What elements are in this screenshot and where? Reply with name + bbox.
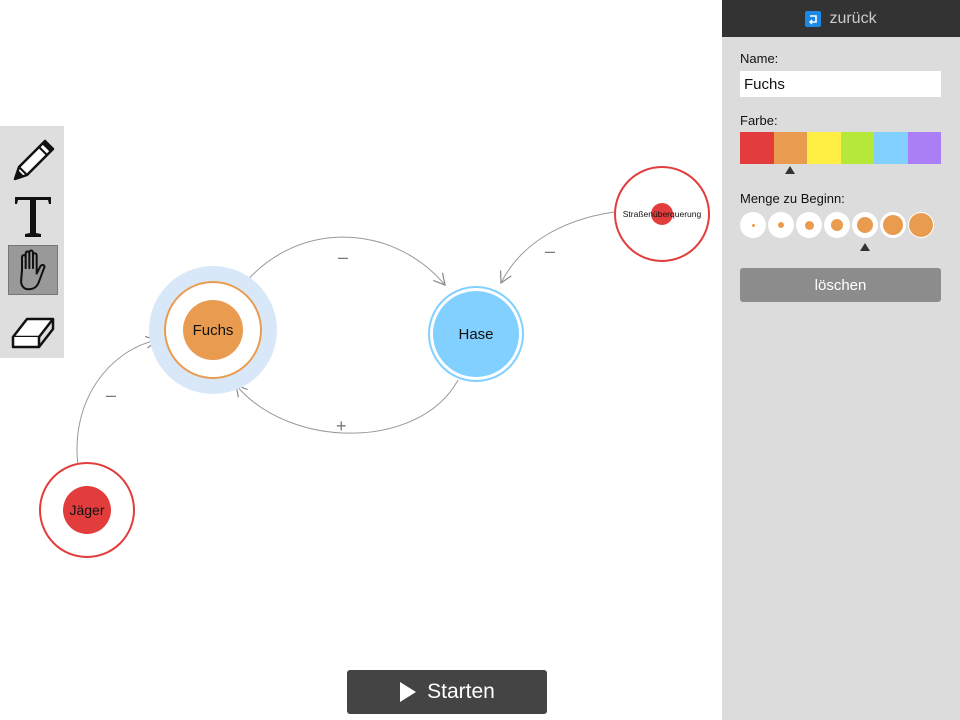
node-fuchs[interactable]: Fuchs: [149, 266, 277, 394]
color-label: Farbe:: [740, 113, 778, 128]
node-jaeger-label: Jäger: [69, 502, 104, 518]
amount-dot: [831, 219, 843, 231]
edge-hase-fuchs[interactable]: [235, 379, 459, 434]
eraser-icon: [11, 317, 55, 349]
node-fuchs-fill: [183, 300, 243, 360]
node-strasse-label: Straßenüberquerung: [623, 209, 702, 219]
start-button-label: Starten: [427, 680, 495, 703]
amount-dot: [857, 217, 873, 233]
amount-option-2[interactable]: [768, 212, 794, 238]
delete-button[interactable]: löschen: [740, 268, 941, 302]
amount-dot: [804, 220, 814, 230]
amount-option-7[interactable]: [908, 212, 934, 238]
graph-canvas[interactable]: – + – – Fuchs Hase Jäger: [0, 0, 722, 720]
text-tool[interactable]: [8, 190, 58, 240]
node-strasse[interactable]: Straßenüberquerung: [614, 166, 710, 262]
color-swatch-3[interactable]: [807, 132, 841, 164]
color-swatch-2[interactable]: [773, 132, 807, 164]
back-arrow-icon: [805, 10, 822, 27]
node-hase-label: Hase: [458, 326, 493, 343]
node-jaeger-fill: [63, 486, 111, 534]
edge-strasse-hase-sign: –: [545, 241, 555, 261]
eraser-tool[interactable]: [8, 302, 58, 352]
edge-fuchs-hase-sign: –: [338, 247, 348, 267]
node-jaeger[interactable]: Jäger: [39, 462, 135, 558]
start-button[interactable]: Starten: [347, 670, 547, 714]
color-swatch-4[interactable]: [840, 132, 874, 164]
node-fuchs-label: Fuchs: [193, 322, 234, 339]
hand-tool[interactable]: [8, 245, 58, 295]
node-strasse-fill: [651, 203, 673, 225]
amount-option-4[interactable]: [824, 212, 850, 238]
node-hase[interactable]: Hase: [428, 286, 524, 382]
edge-strasse-hase[interactable]: [499, 211, 615, 285]
name-input[interactable]: [740, 71, 941, 97]
graph-svg[interactable]: – + – – Fuchs Hase Jäger: [0, 0, 722, 720]
properties-panel: zurück Name: Farbe: Menge zu Beginn: lös…: [722, 0, 960, 720]
amount-dot: [883, 215, 903, 235]
edge-jaeger-fuchs[interactable]: [76, 335, 159, 467]
hand-icon: [20, 249, 46, 291]
node-hase-fill: [433, 291, 519, 377]
tool-palette: [0, 126, 64, 358]
amount-dot: [751, 223, 755, 227]
selected-color-marker-icon: [785, 166, 796, 174]
edge-fuchs-hase[interactable]: [237, 236, 446, 293]
amount-options: [740, 212, 934, 238]
amount-option-5[interactable]: [852, 212, 878, 238]
amount-dot: [778, 222, 784, 228]
color-swatch-1[interactable]: [740, 132, 774, 164]
color-swatches: [740, 132, 941, 164]
edge-jaeger-fuchs-sign: –: [106, 385, 116, 405]
text-icon: [15, 197, 51, 237]
back-label: zurück: [829, 9, 877, 27]
color-swatch-6[interactable]: [907, 132, 941, 164]
amount-option-1[interactable]: [740, 212, 766, 238]
back-button[interactable]: zurück: [722, 0, 960, 37]
play-icon: [400, 682, 417, 702]
edge-hase-fuchs-sign: +: [336, 416, 347, 436]
color-swatch-5[interactable]: [874, 132, 908, 164]
selected-amount-marker-icon: [860, 243, 870, 251]
amount-label: Menge zu Beginn:: [740, 191, 845, 206]
amount-dot: [909, 213, 933, 237]
pencil-icon: [13, 139, 55, 181]
amount-option-6[interactable]: [880, 212, 906, 238]
amount-option-3[interactable]: [796, 212, 822, 238]
name-label: Name:: [740, 51, 779, 66]
pencil-tool[interactable]: [8, 134, 58, 184]
